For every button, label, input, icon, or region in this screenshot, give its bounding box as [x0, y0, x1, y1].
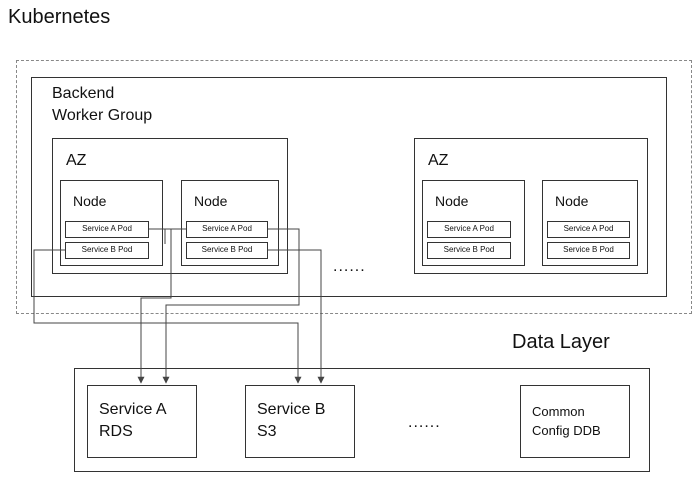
data-layer-label: Data Layer [512, 331, 610, 353]
kubernetes-cluster-boundary [16, 60, 692, 314]
common-config-ddb-line2: Config DDB [532, 423, 601, 438]
pod-service-b-2: Service B Pod [186, 242, 268, 259]
pod-service-b-4: Service B Pod [547, 242, 630, 259]
pod-service-b-3: Service B Pod [427, 242, 511, 259]
pod-service-a-3: Service A Pod [427, 221, 511, 238]
service-b-s3-line1: Service B [257, 401, 326, 418]
az-label-1: AZ [66, 152, 87, 169]
backend-label-line1: Backend [52, 85, 115, 102]
pod-service-a-2: Service A Pod [186, 221, 268, 238]
wire-pod-a2-to-rds [162, 228, 300, 384]
pod-service-a-4: Service A Pod [547, 221, 630, 238]
wire-pod-a2-left [164, 228, 186, 244]
service-a-rds-line2: RDS [99, 423, 133, 440]
service-b-s3-box [245, 385, 355, 458]
backend-label-line2: Worker Group [52, 107, 153, 124]
common-config-ddb-box [520, 385, 630, 458]
wire-pod-b1-to-s3 [33, 249, 302, 384]
node-label-1: Node [73, 193, 107, 209]
data-layer-ellipsis: ...... [408, 414, 441, 431]
pod-service-b-1: Service B Pod [65, 242, 149, 259]
wire-pod-a1-to-rds [137, 228, 172, 384]
service-a-rds-box [87, 385, 197, 458]
node-label-2: Node [194, 193, 228, 209]
node-label-4: Node [555, 193, 589, 209]
service-b-s3-line2: S3 [257, 423, 277, 440]
common-config-ddb-line1: Common [532, 404, 585, 419]
wire-pod-b2-to-s3 [268, 249, 325, 384]
az-label-2: AZ [428, 152, 449, 169]
service-a-rds-line1: Service A [99, 401, 167, 418]
pod-service-a-1: Service A Pod [65, 221, 149, 238]
az-ellipsis: ...... [333, 258, 366, 275]
node-label-3: Node [435, 193, 469, 209]
kubernetes-title: Kubernetes [8, 6, 111, 28]
